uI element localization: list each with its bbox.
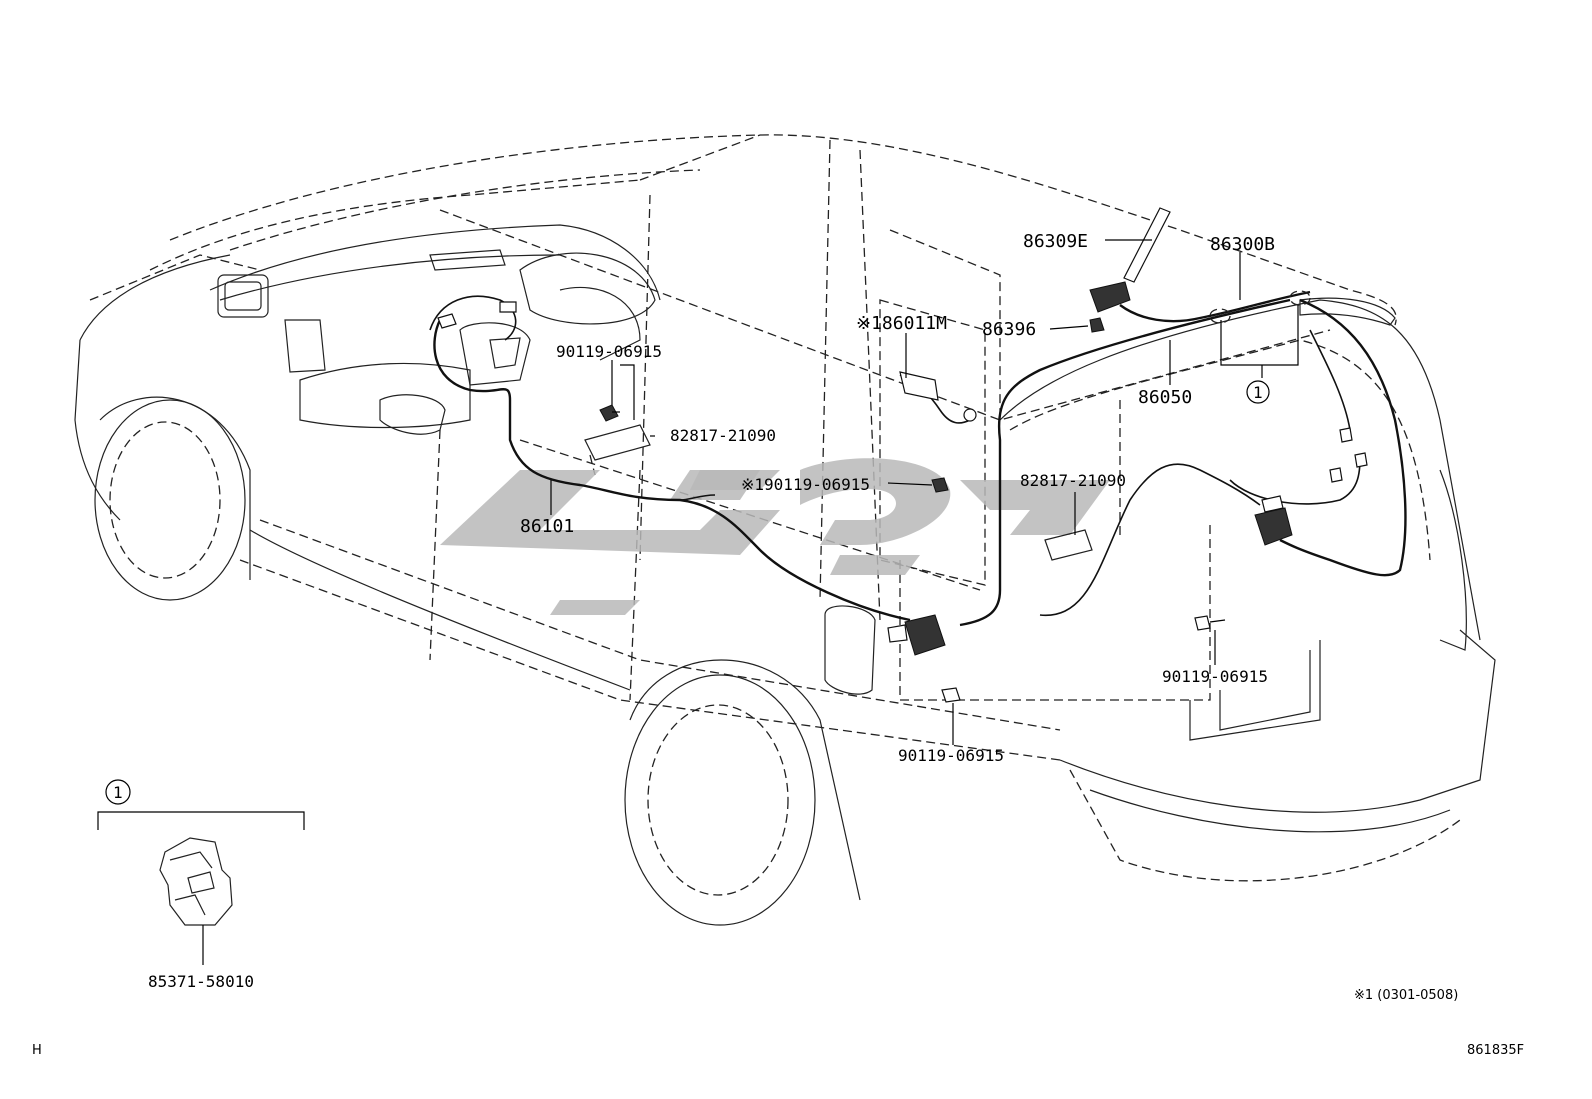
hatch-connectors-icon	[1329, 427, 1368, 483]
dashboard	[209, 224, 661, 435]
hatch-amp-icon	[1254, 495, 1293, 546]
rear-wheel	[624, 659, 861, 926]
callout-group-1: 1	[1253, 383, 1263, 402]
inset-part-number: 85371-58010	[148, 972, 254, 991]
extension-cord-rear	[1039, 454, 1361, 616]
screw-mid-icon	[931, 477, 949, 493]
antenna-cord-86101	[429, 295, 911, 622]
footnote: ※1 (0301-0508)	[1354, 988, 1458, 1003]
screw-rear-right-icon	[1194, 615, 1226, 631]
inset-group-1: 1 85371-58010	[97, 779, 305, 991]
callout-90119-front: 90119-06915	[556, 342, 662, 361]
front-wheel	[94, 396, 251, 601]
antenna-base-icon	[1089, 281, 1131, 313]
watermark-logo	[440, 458, 1110, 615]
callout-86396: 86396	[982, 319, 1036, 340]
callout-90119-rear-right: 90119-06915	[1162, 667, 1268, 686]
callout-86300b: 86300B	[1210, 234, 1275, 255]
quarter-amp-icon	[887, 614, 946, 656]
callout-86050: 86050	[1138, 387, 1192, 408]
grommet-circles	[1209, 290, 1311, 324]
front-connector-icon	[437, 301, 517, 329]
callout-82817-front: 82817-21090	[670, 426, 776, 445]
callout-90119-mid: ※190119-06915	[741, 475, 870, 494]
corner-letter: H	[32, 1043, 42, 1058]
caution-label-icons	[584, 424, 1093, 561]
antenna-pole-icon	[1123, 207, 1171, 283]
figure-id: 861835F	[1467, 1043, 1524, 1058]
clip-icon	[1089, 317, 1105, 333]
grommet-clip-icon	[159, 837, 233, 926]
leader-lines	[550, 239, 1299, 745]
inset-group-number: 1	[113, 783, 123, 802]
callout-86309e: 86309E	[1023, 231, 1088, 252]
screw-front-icon	[599, 404, 620, 422]
callout-82817-rear: 82817-21090	[1020, 471, 1126, 490]
callout-86101: 86101	[520, 516, 574, 537]
screw-rear-left-icon	[941, 687, 961, 703]
radio-amp-module-icon	[899, 371, 977, 422]
callout-86011m: ※186011M	[856, 313, 947, 334]
group-ref-circle	[1246, 380, 1270, 404]
callout-90119-rear-left: 90119-06915	[898, 746, 1004, 765]
antenna-cord-86050	[959, 290, 1407, 627]
